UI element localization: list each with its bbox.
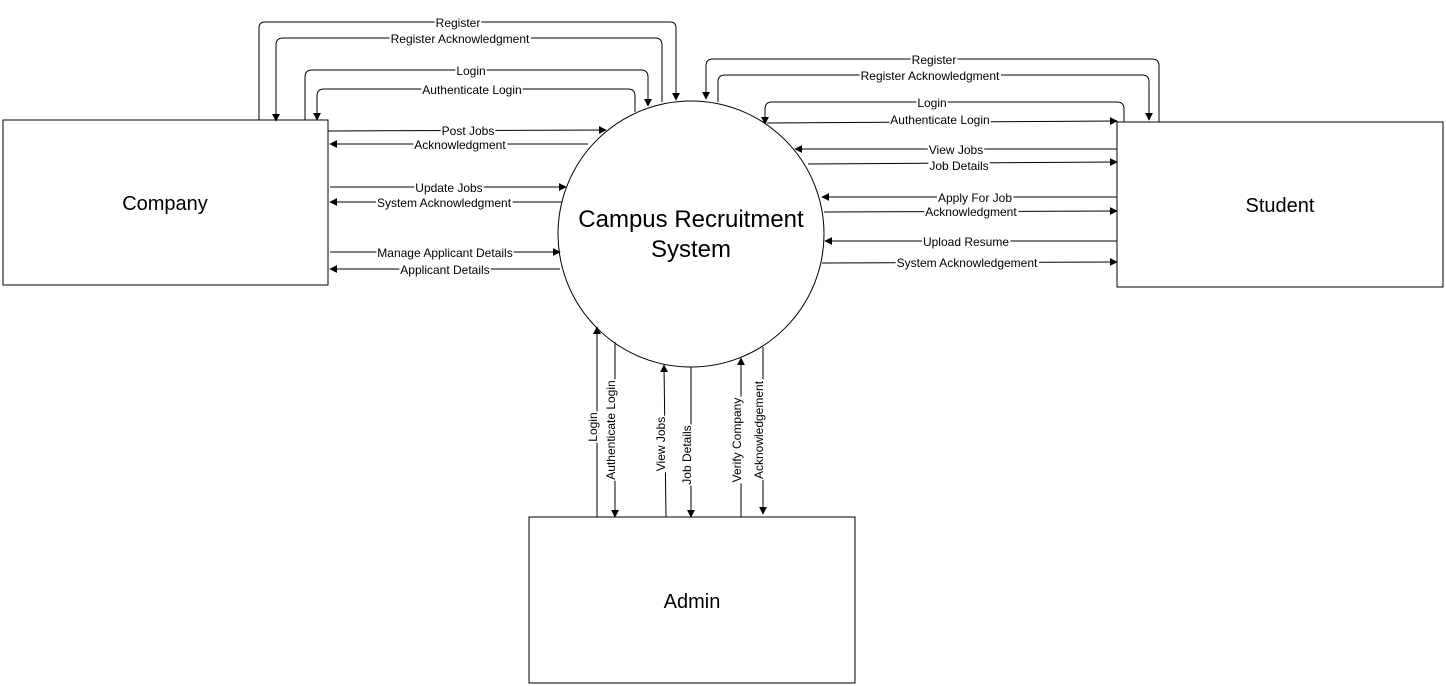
flow-company-register-ack[interactable] <box>272 37 663 122</box>
label-background <box>604 379 618 481</box>
label-background <box>859 69 1002 83</box>
flow-label-manage-applicants: Manage Applicant Details <box>377 246 512 260</box>
label-background <box>916 96 948 110</box>
flow-label-company-login: Login <box>456 64 485 78</box>
label-background <box>924 205 1019 219</box>
flow-label-admin-login: Login <box>586 412 600 441</box>
label-background <box>434 16 482 30</box>
label-background <box>752 379 766 481</box>
company-label: Company <box>122 193 208 215</box>
company-entity[interactable] <box>2 119 329 286</box>
flow-label-upload-resume: Upload Resume <box>923 235 1009 249</box>
label-background <box>680 424 694 486</box>
flow-label-applicant-details: Applicant Details <box>400 263 489 277</box>
label-background <box>910 53 958 67</box>
label-background <box>654 415 668 473</box>
flow-label-admin-job-details: Job Details <box>680 425 694 484</box>
label-background <box>440 124 496 138</box>
flow-label-verify-ack: Acknowledgement <box>752 380 766 479</box>
system-label-line2: System <box>651 236 731 263</box>
flow-label-student-register: Register <box>912 53 957 67</box>
flow-label-student-login: Login <box>917 96 946 110</box>
label-background <box>889 113 991 127</box>
label-background <box>730 396 744 484</box>
student-label: Student <box>1246 195 1315 217</box>
flow-label-update-jobs-ack: System Acknowledgment <box>377 196 512 210</box>
campus-recruitment-system-process[interactable] <box>557 100 825 368</box>
flow-label-company-register: Register <box>436 16 481 30</box>
flow-label-view-jobs: View Jobs <box>929 143 983 157</box>
flow-label-apply-ack: Acknowledgment <box>925 205 1017 219</box>
student-entity[interactable] <box>1116 121 1444 288</box>
label-background <box>936 191 1014 205</box>
flow-label-post-jobs: Post Jobs <box>442 124 495 138</box>
label-background <box>586 411 600 443</box>
flow-label-resume-ack: System Acknowledgement <box>897 256 1038 270</box>
label-background <box>399 263 491 277</box>
flow-label-admin-view-jobs: View Jobs <box>654 417 668 471</box>
label-background <box>928 159 990 173</box>
flow-label-student-auth-login: Authenticate Login <box>890 113 989 127</box>
flow-label-student-register-ack: Register Acknowledgment <box>861 69 1000 83</box>
label-background <box>421 83 523 97</box>
label-background <box>376 246 514 260</box>
flow-label-company-auth-login: Authenticate Login <box>422 83 521 97</box>
admin-label: Admin <box>664 591 721 613</box>
label-background <box>414 181 484 195</box>
label-background <box>375 196 513 210</box>
flow-label-update-jobs: Update Jobs <box>415 181 482 195</box>
label-background <box>455 64 487 78</box>
label-background <box>921 235 1011 249</box>
label-background <box>389 32 532 46</box>
flow-label-post-jobs-ack: Acknowledgment <box>414 138 506 152</box>
flow-label-job-details: Job Details <box>929 159 988 173</box>
flow-label-verify-company: Verify Company <box>730 398 744 483</box>
label-background <box>927 143 985 157</box>
system-label-line1: Campus Recruitment <box>578 206 804 233</box>
label-background <box>895 256 1040 270</box>
flow-label-company-register-ack: Register Acknowledgment <box>391 32 530 46</box>
flow-label-admin-auth-login: Authenticate Login <box>604 380 618 479</box>
label-background <box>413 138 508 152</box>
flow-label-apply-for-job: Apply For Job <box>938 191 1012 205</box>
